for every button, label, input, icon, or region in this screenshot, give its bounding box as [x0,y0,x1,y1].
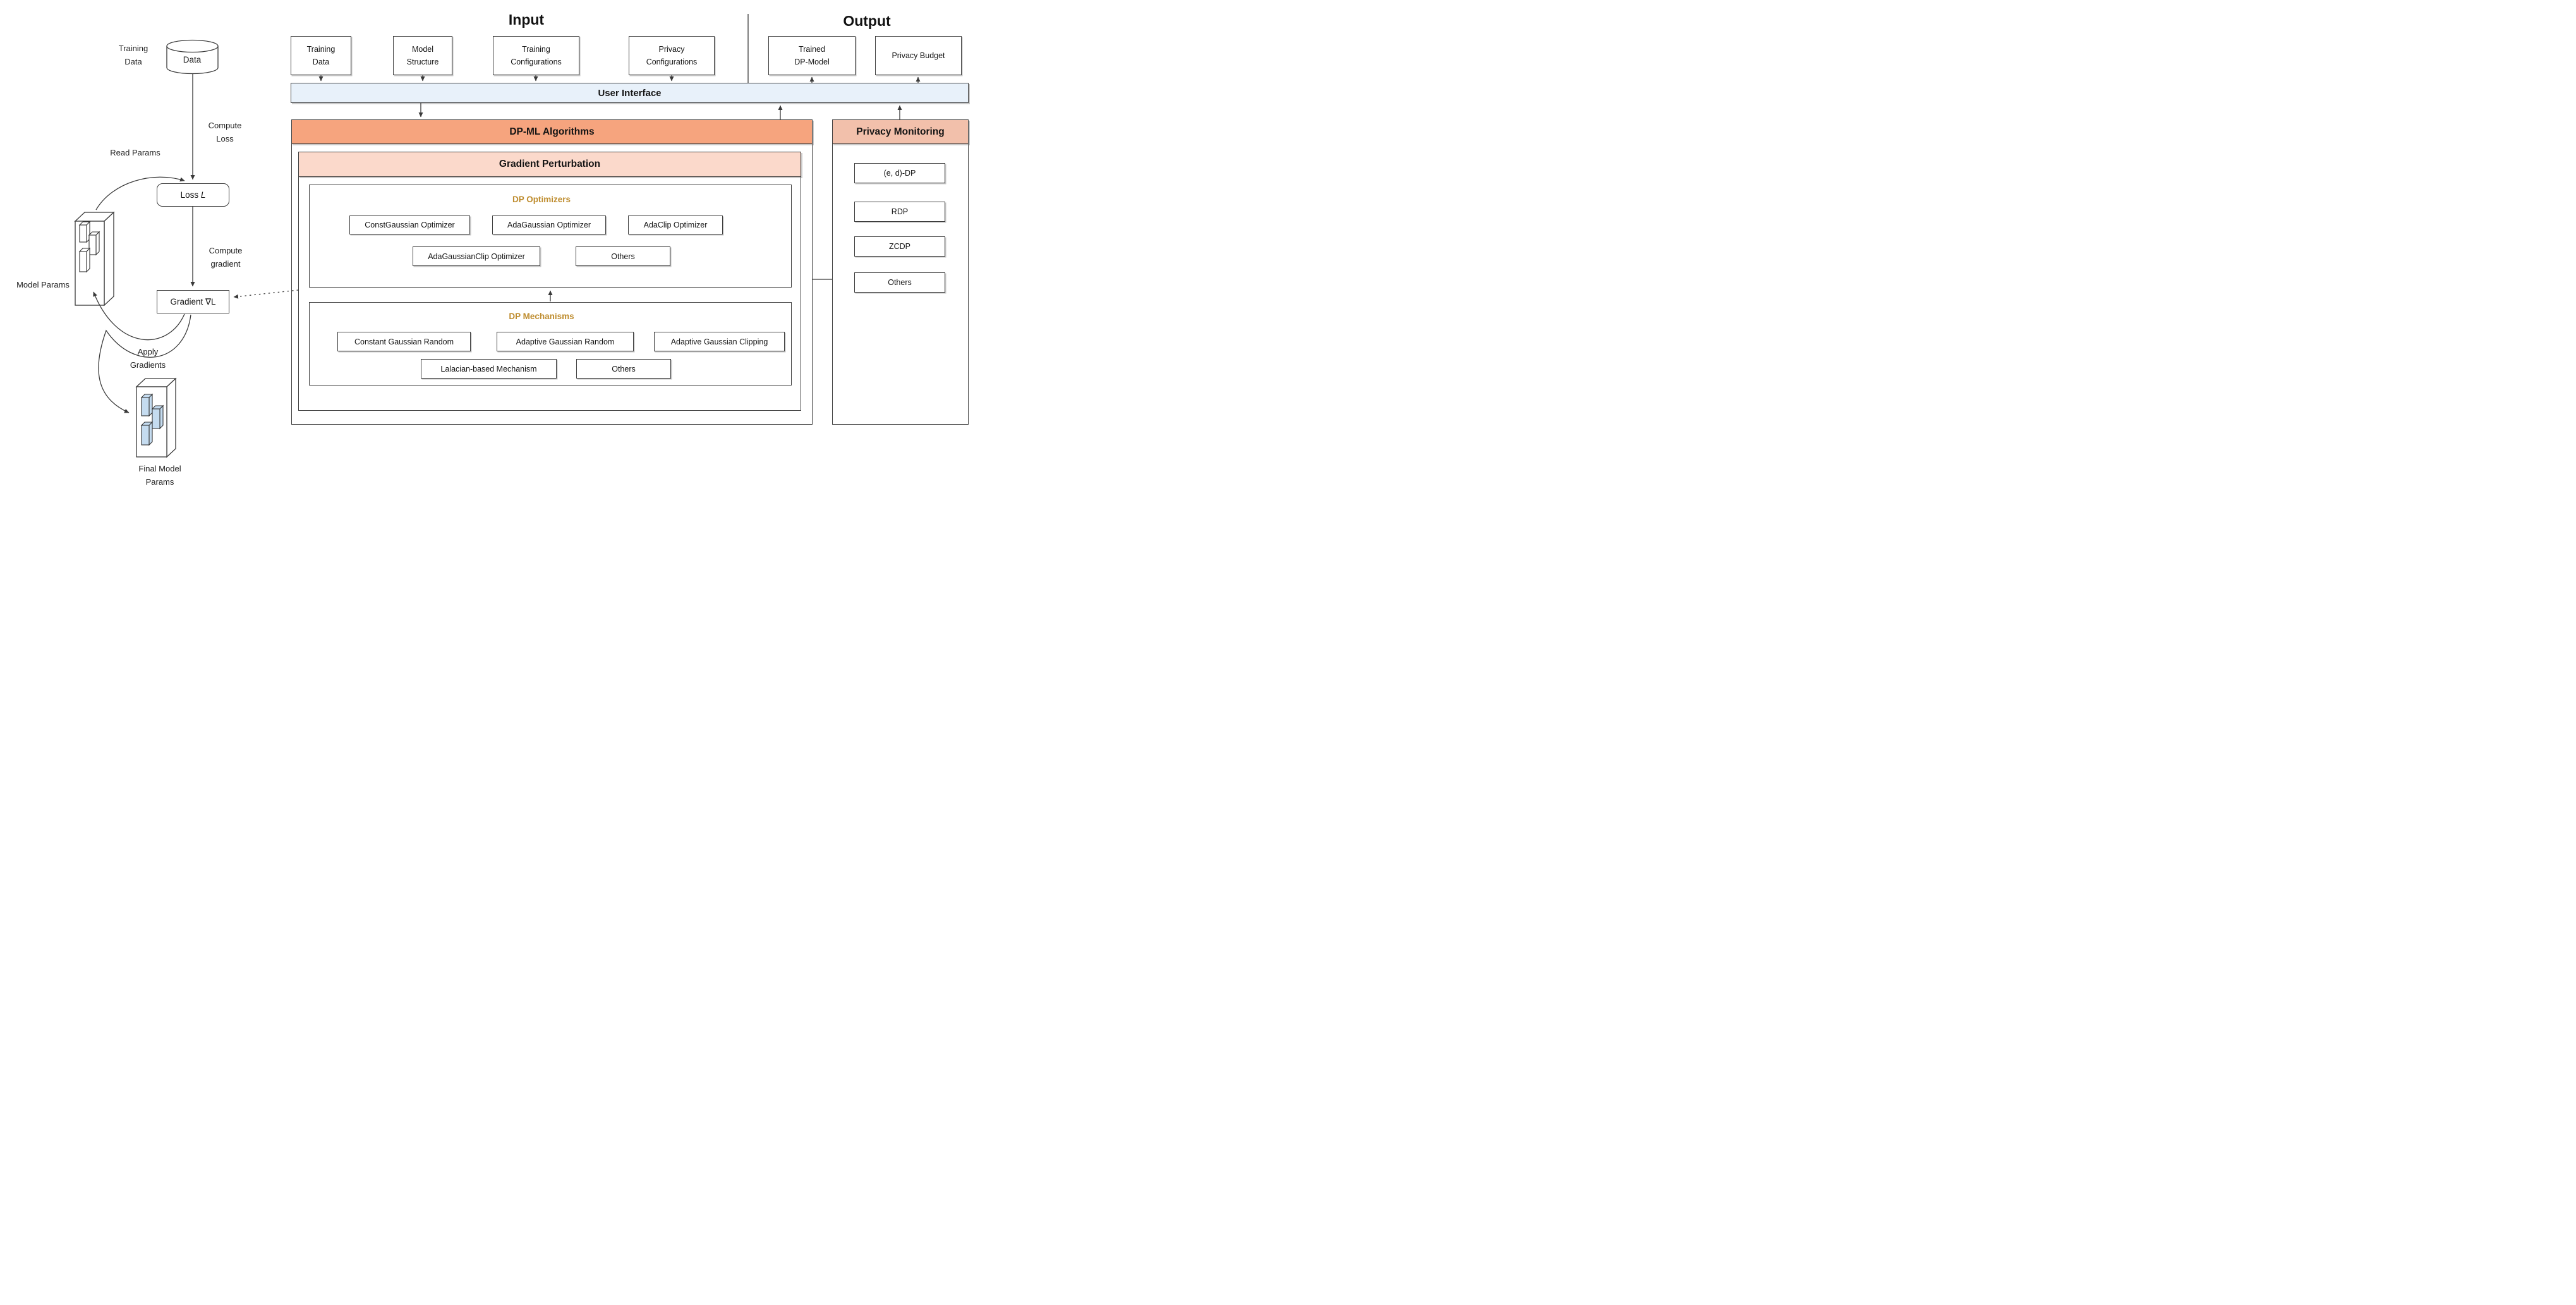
privacy-monitoring-title: Privacy Monitoring [856,126,945,137]
mechanism-box-adaptive-gaussian-clipping: Adaptive Gaussian Clipping [654,332,785,351]
output-title: Output [843,13,891,29]
optimizer-box-adaclip: AdaClip Optimizer [628,215,723,234]
user-interface-bar: User Interface [291,83,969,103]
final-model-params-label: Final Model Params [138,464,181,487]
output-box-trained-dp-model: Trained DP-Model [768,36,856,75]
final-param-bars [140,393,164,446]
privacy-item-rdp: RDP [854,202,945,222]
compute-loss-label: Compute Loss [208,121,242,143]
input-box-model-structure: Model Structure [393,36,452,75]
privacy-item-zcdp: ZCDP [854,236,945,257]
dp-mechanisms-title: DP Mechanisms [509,312,574,321]
mechanism-box-lalacian-based: Lalacian-based Mechanism [421,359,557,379]
gradient-perturbation-header: Gradient Perturbation [298,152,801,177]
optimizer-box-adagaussianclip: AdaGaussianClip Optimizer [413,246,540,266]
user-interface-label: User Interface [598,87,662,99]
gradient-box: Gradient ∇L [157,290,229,313]
dp-optimizers-container [309,185,792,288]
optimizer-box-others: Others [576,246,670,266]
optimizer-box-adagaussian: AdaGaussian Optimizer [492,215,606,234]
input-box-privacy-configurations: Privacy Configurations [629,36,715,75]
output-box-privacy-budget: Privacy Budget [875,36,962,75]
final-model-params-box [135,377,177,458]
model-param-bars [78,221,100,273]
loss-symbol: L [200,190,206,200]
apply-gradients-label: Apply Gradients [130,347,166,370]
model-params-label: Model Params [16,280,70,289]
dp-optimizers-title: DP Optimizers [512,195,571,204]
input-title: Input [508,11,545,28]
training-data-label: Training Data [118,44,148,66]
privacy-item-others: Others [854,272,945,293]
dp-ml-algorithms-title: DP-ML Algorithms [509,126,595,137]
read-params-label: Read Params [110,148,160,157]
data-cylinder-label: Data [183,55,202,64]
privacy-monitoring-header: Privacy Monitoring [832,119,969,144]
loss-box: Loss L [157,183,229,207]
mechanism-box-others: Others [576,359,671,379]
compute-gradient-label: Compute gradient [209,246,243,269]
mechanism-box-adaptive-gaussian-random: Adaptive Gaussian Random [497,332,634,351]
optimizer-box-constgaussian: ConstGaussian Optimizer [349,215,470,234]
input-box-training-data: Training Data [291,36,351,75]
dotted-arrow-perturbed-gradient [233,289,299,299]
model-params-box [74,211,115,307]
dp-ml-algorithms-header: DP-ML Algorithms [291,119,813,144]
mechanism-box-constant-gaussian: Constant Gaussian Random [337,332,471,351]
diagram-canvas: DP-ML Algorithms Gradient Perturbation P… [0,0,973,493]
gradient-perturbation-title: Gradient Perturbation [499,159,601,169]
privacy-item-ed-dp: (e, d)-DP [854,163,945,183]
input-box-training-configurations: Training Configurations [493,36,579,75]
